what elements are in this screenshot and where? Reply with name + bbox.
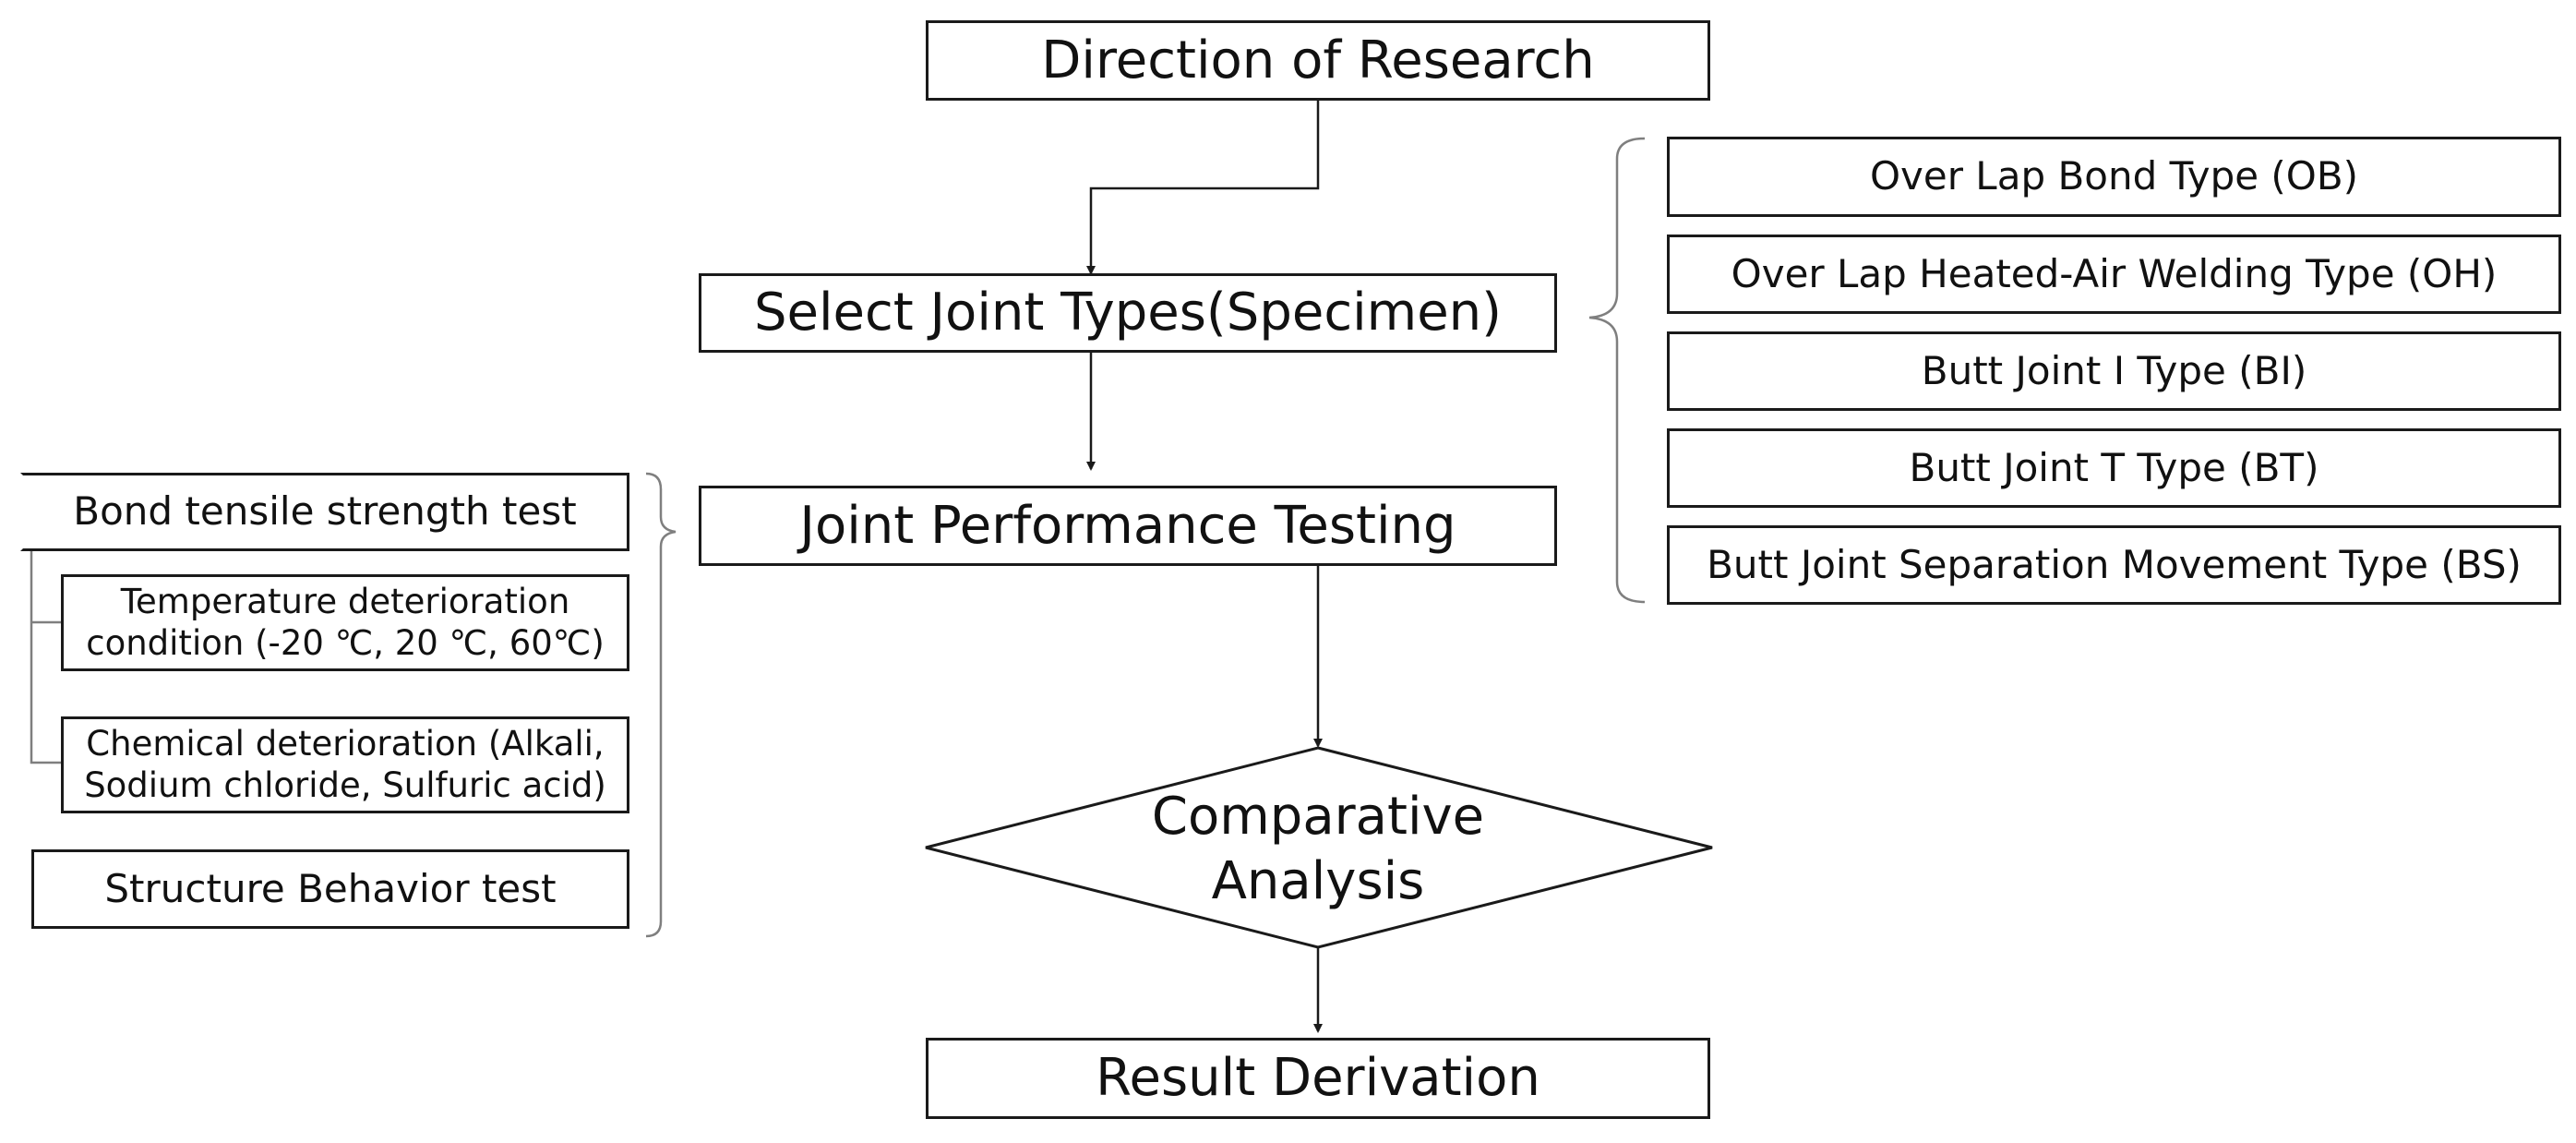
result-derivation-label: Result Derivation [1096, 1048, 1540, 1109]
joint-type-ob-label: Over Lap Bond Type (OB) [1869, 153, 2359, 199]
direction-of-research-label: Direction of Research [1041, 30, 1595, 90]
structure-behavior-test-label: Structure Behavior test [104, 865, 557, 911]
joint-type-bi-box: Butt Joint I Type (BI) [1667, 331, 2561, 411]
joint-type-bt-label: Butt Joint T Type (BT) [1909, 444, 2319, 490]
chemical-deterioration-box: Chemical deterioration (Alkali, Sodium c… [61, 716, 629, 813]
joint-type-oh-label: Over Lap Heated-Air Welding Type (OH) [1731, 250, 2498, 296]
comparative-analysis-diamond [925, 746, 1713, 949]
joint-type-bt-box: Butt Joint T Type (BT) [1667, 428, 2561, 508]
joint-performance-testing-label: Joint Performance Testing [799, 495, 1456, 556]
joint-type-bi-label: Butt Joint I Type (BI) [1921, 347, 2307, 393]
tests-bracket [645, 472, 677, 938]
chemical-deterioration-label: Chemical deterioration (Alkali, Sodium c… [84, 724, 606, 805]
select-joint-types-label: Select Joint Types(Specimen) [753, 283, 1503, 343]
bond-tensile-test-label: Bond tensile strength test [73, 488, 577, 535]
temperature-deterioration-label: Temperature deterioration condition (-20… [86, 582, 605, 663]
joint-type-bs-box: Butt Joint Separation Movement Type (BS) [1667, 525, 2561, 605]
bond-tensile-test-box: Bond tensile strength test [20, 473, 629, 551]
joint-type-bs-label: Butt Joint Separation Movement Type (BS) [1707, 541, 2522, 587]
comparative-line-1: Comparative [1151, 787, 1485, 847]
comparative-analysis-label: Comparative Analysis [1024, 776, 1611, 923]
joint-types-bracket [1588, 137, 1646, 604]
arrow-direction-to-select [1086, 100, 1320, 275]
bond-subitem-connector [30, 551, 61, 764]
temperature-deterioration-box: Temperature deterioration condition (-20… [61, 574, 629, 671]
joint-type-oh-box: Over Lap Heated-Air Welding Type (OH) [1667, 235, 2561, 314]
joint-type-ob-box: Over Lap Bond Type (OB) [1667, 137, 2561, 217]
direction-of-research-box: Direction of Research [926, 20, 1710, 101]
result-derivation-box: Result Derivation [926, 1038, 1710, 1119]
structure-behavior-test-box: Structure Behavior test [31, 849, 629, 929]
comparative-line-2: Analysis [1211, 851, 1425, 911]
joint-performance-testing-box: Joint Performance Testing [699, 486, 1557, 566]
select-joint-types-box: Select Joint Types(Specimen) [699, 273, 1557, 353]
